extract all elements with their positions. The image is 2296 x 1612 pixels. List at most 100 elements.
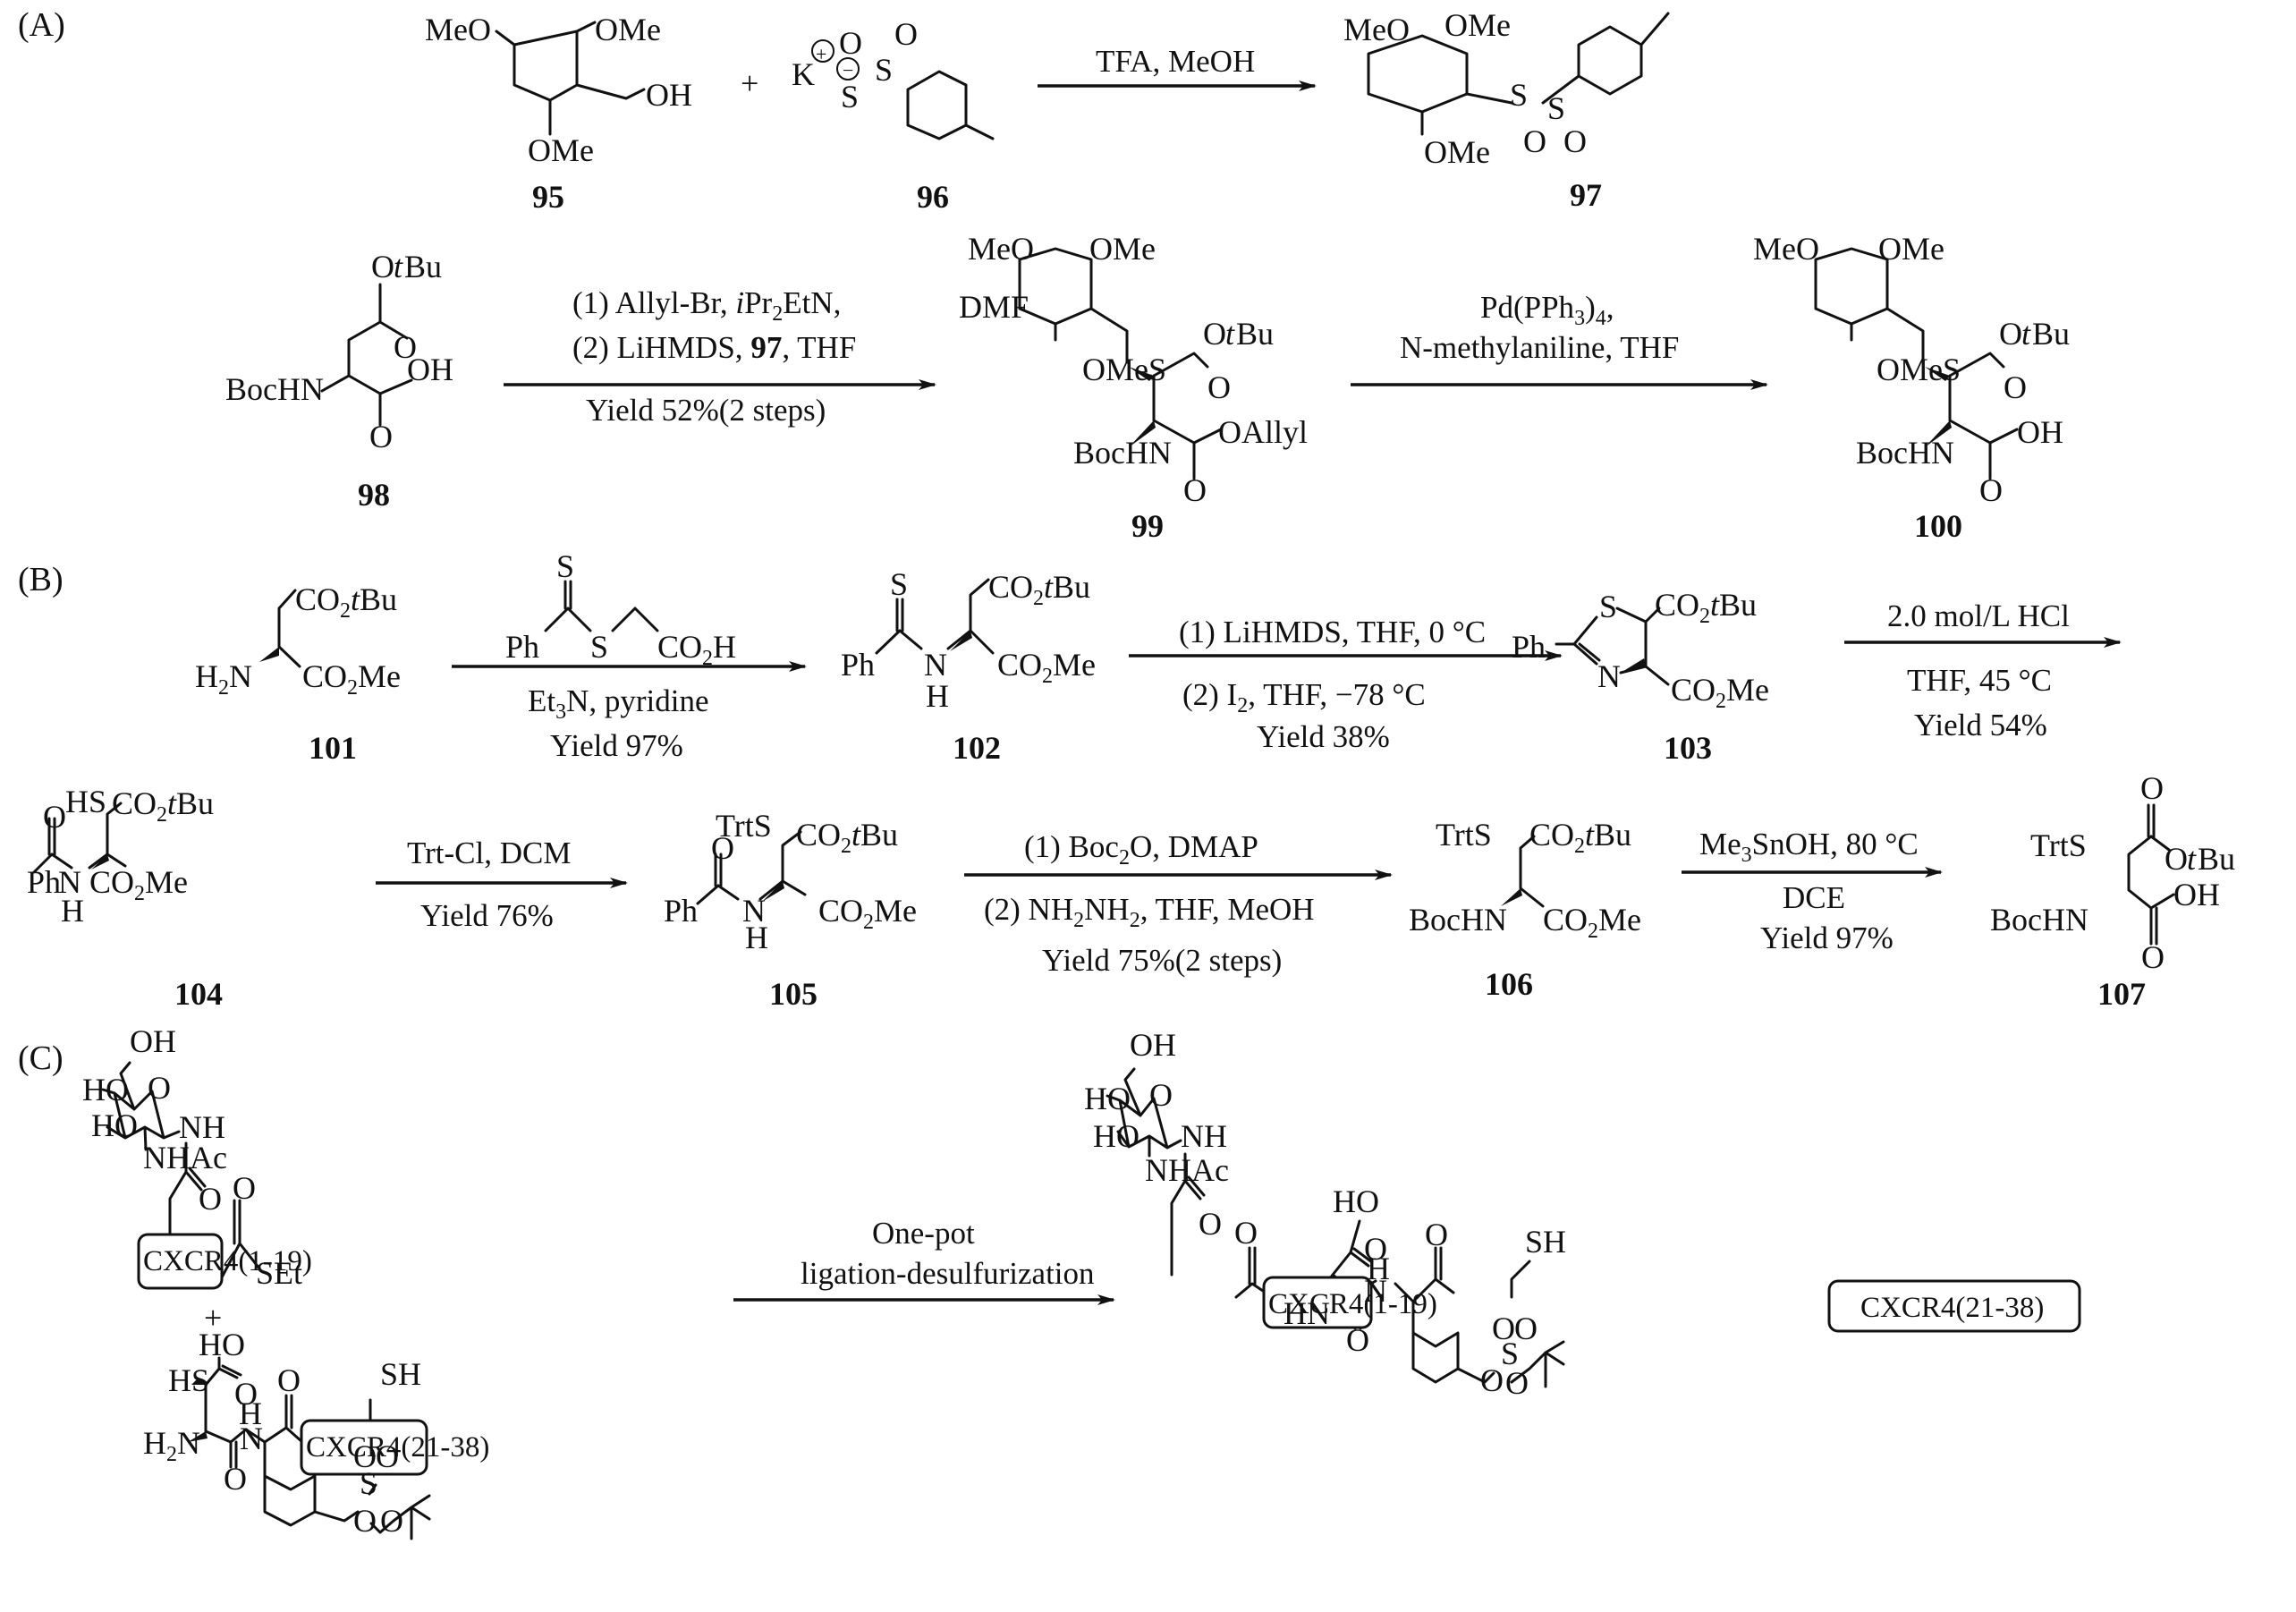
co-group: CO2tBu	[112, 785, 214, 827]
o-atom: O	[233, 1170, 256, 1206]
n-atom: N	[240, 1421, 263, 1456]
trts-group: TrtS	[1436, 817, 1492, 853]
compound-98-structure: O t Bu O OH BocHN O	[225, 249, 453, 454]
ho-group: HO	[1333, 1184, 1379, 1219]
s-atom: S	[360, 1465, 377, 1501]
o-atom: O	[1979, 472, 2003, 508]
compound-label-96: 96	[917, 179, 949, 215]
o-atom: O	[234, 1376, 258, 1412]
compound-label-103: 103	[1664, 730, 1712, 766]
meo-group: MeO	[968, 231, 1034, 267]
s-atom: S	[1510, 77, 1528, 113]
compound-label-95: 95	[532, 179, 564, 215]
hs-group: HS	[65, 784, 106, 819]
o-atom: O	[148, 1070, 171, 1106]
o-atom: O	[1199, 1206, 1222, 1242]
condition-line: Yield 97%	[550, 728, 683, 763]
ph-group: Ph	[505, 629, 539, 665]
nhac-group: NHAc	[143, 1140, 227, 1175]
bu-group: Bu	[404, 249, 442, 284]
hs-group: HS	[168, 1362, 209, 1398]
compound-label-106: 106	[1485, 966, 1533, 1002]
compound-102-structure: S CO2tBu Ph N H CO2Me	[841, 566, 1096, 714]
o-atom: O	[1563, 123, 1587, 159]
compound-label-102: 102	[953, 730, 1001, 766]
peptide-label-21-38: CXCR4(21-38)	[1860, 1292, 2044, 1324]
n-atom: N	[1364, 1273, 1387, 1309]
peptide-box-21-38	[300, 1419, 428, 1476]
o-atom: O	[277, 1362, 301, 1398]
panel-label-a: (A)	[18, 6, 65, 44]
plus-sign: +	[204, 1300, 222, 1336]
trts-group: TrtS	[2030, 827, 2087, 863]
condition-line: THF, 45 °C	[1907, 663, 2052, 698]
co-group: CO2tBu	[1529, 817, 1631, 858]
ph-group: Ph	[841, 647, 875, 683]
trts-group: TrtS	[716, 808, 772, 844]
o-atom: O	[839, 25, 862, 61]
o-atom: O	[376, 1438, 399, 1474]
o-atom: O	[1346, 1322, 1369, 1358]
nh-group: NH	[1181, 1118, 1227, 1154]
o-atom: O	[43, 799, 66, 835]
peptide-label-1-19: CXCR4(1-19)	[143, 1245, 312, 1277]
condition-line: Yield 76%	[420, 898, 554, 933]
o-atom: O	[1514, 1311, 1538, 1346]
ligation-product-structure: OH HO O HO NH NHAc O O HN HO O H N O O S…	[1084, 1027, 2081, 1401]
o-atom: O	[2004, 369, 2027, 405]
condition-line: N-methylaniline, THF	[1400, 330, 1679, 365]
compound-label-107: 107	[2097, 976, 2146, 1012]
o-atom: O	[369, 419, 393, 454]
omes-group: OMeS	[1877, 352, 1961, 387]
co2me-group: CO2Me	[1671, 672, 1769, 713]
peptide-label-21-38: CXCR4(21-38)	[306, 1431, 489, 1464]
h2n-group: H2N	[143, 1425, 200, 1466]
o-atom: O	[1149, 1077, 1173, 1113]
o-atom: O	[394, 329, 417, 365]
nhac-group: NHAc	[1145, 1152, 1229, 1188]
ph-group: Ph	[664, 893, 698, 929]
bochn-group: BocHN	[1409, 902, 1507, 938]
o-atom: O	[2140, 770, 2164, 806]
o-atom: O	[1203, 316, 1226, 352]
condition-line: Yield 75%(2 steps)	[1042, 943, 1282, 978]
o-atom: O	[1505, 1365, 1529, 1401]
co2me-group: CO2Me	[818, 893, 917, 934]
ome-group: OMe	[1089, 231, 1156, 267]
o-atom: O	[380, 1503, 403, 1539]
co2me-group: CO2Me	[997, 647, 1096, 688]
plus-sign: +	[741, 65, 758, 101]
minus-charge: −	[843, 59, 853, 81]
compound-label-100: 100	[1914, 508, 1962, 544]
compound-label-97: 97	[1570, 177, 1602, 213]
o-atom: O	[224, 1461, 247, 1497]
o-atom: O	[1207, 369, 1231, 405]
s-atom: S	[590, 629, 608, 665]
n-atom: N	[742, 893, 766, 929]
h-atom: H	[926, 678, 949, 714]
thiobenzoyl-reagent-structure: S Ph S CO2H	[505, 548, 736, 670]
h2n-group: H2N	[195, 658, 252, 700]
condition-line: (1) Boc2O, DMAP	[1024, 829, 1258, 870]
bu-group: Bu	[2032, 316, 2070, 352]
co-group: CO2tBu	[295, 581, 397, 623]
o-atom: O	[2141, 939, 2165, 975]
condition-line: Trt-Cl, DCM	[407, 836, 572, 870]
condition-line: (2) I2, THF, −78 °C	[1182, 677, 1426, 717]
meo-group: MeO	[1343, 12, 1410, 47]
co2me-group: CO2Me	[89, 864, 188, 905]
oallyl-group: OAllyl	[1218, 414, 1308, 450]
h-atom: H	[61, 893, 84, 929]
compound-106-structure: TrtS CO2tBu BocHN CO2Me	[1409, 817, 1641, 943]
hn-group: HN	[1284, 1295, 1330, 1331]
ho-group: HO	[199, 1327, 245, 1362]
o-atom: O	[2165, 841, 2188, 877]
bochn-group: BocHN	[225, 371, 324, 407]
oh-group: OH	[130, 1023, 176, 1059]
sh-group: SH	[1525, 1224, 1566, 1260]
t-prefix: t	[2187, 841, 2197, 877]
o-atom: O	[1999, 316, 2022, 352]
compound-label-104: 104	[174, 976, 223, 1012]
panel-label-b: (B)	[18, 561, 64, 598]
condition-line: Yield 52%(2 steps)	[586, 393, 826, 428]
